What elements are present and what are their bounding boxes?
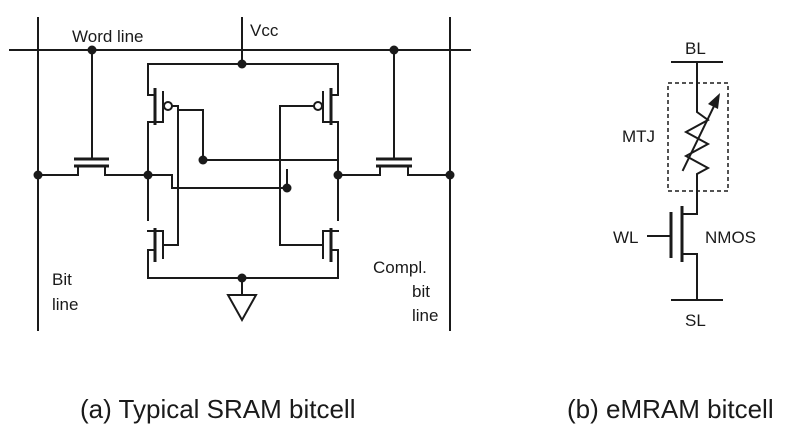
sram-caption: (a) Typical SRAM bitcell <box>80 394 356 424</box>
emram-caption: (b) eMRAM bitcell <box>567 394 774 424</box>
right-nmos <box>279 228 339 262</box>
bit-line-label-2: line <box>52 295 78 314</box>
right-access-transistor <box>376 49 412 176</box>
nmos-label: NMOS <box>705 228 756 247</box>
vcc-label: Vcc <box>250 21 279 40</box>
left-nmos <box>147 228 179 262</box>
word-line-label: Word line <box>72 27 144 46</box>
left-access-transistor <box>74 49 109 176</box>
mtj-label: MTJ <box>622 127 655 146</box>
right-pmos <box>279 88 339 125</box>
ground-icon <box>226 294 258 323</box>
sram-bitcell: Word line Vcc Bit line Compl. bit line (… <box>9 17 471 424</box>
sl-label: SL <box>685 311 706 330</box>
emram-bitcell: BL MTJ WL NMOS SL (b) eMRAM bitcell <box>567 39 774 424</box>
mtj-resistor <box>683 99 711 206</box>
wl-label: WL <box>613 228 639 247</box>
nmos-transistor <box>647 204 698 301</box>
bit-line-label-1: Bit <box>52 270 72 289</box>
compl-bit-line-label-1: Compl. <box>373 258 427 277</box>
variable-arrow-icon <box>708 93 720 109</box>
compl-bit-line-label-2: bit <box>412 282 430 301</box>
left-pmos <box>147 88 179 125</box>
bl-label: BL <box>685 39 706 58</box>
compl-bit-line-label-3: line <box>412 306 438 325</box>
